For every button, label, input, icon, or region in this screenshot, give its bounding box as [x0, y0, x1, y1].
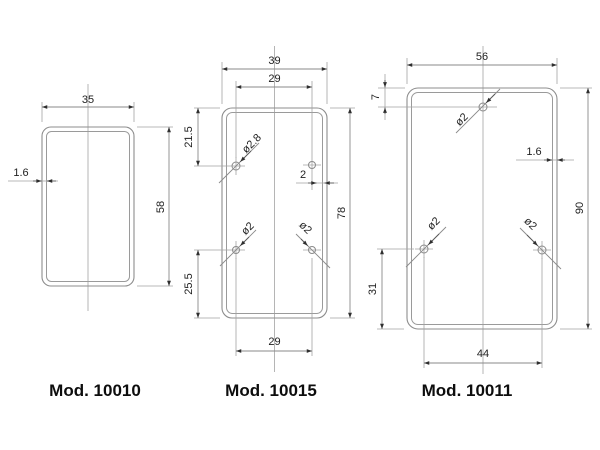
hole-bottom-right: ø2	[295, 219, 331, 269]
model-label: Mod. 10015	[225, 381, 317, 400]
dim-height: 78	[330, 107, 355, 319]
dim-width: 35	[41, 94, 135, 122]
dim-height: 90	[560, 87, 592, 330]
dim-wall-text: 1.6	[13, 167, 28, 179]
dim-hole-span-top-text: 29	[268, 73, 280, 85]
dim-bottom-hole-offset-text: 25.5	[183, 273, 195, 294]
drawing-mod-10011: 56 7 ø2 1.6 90	[367, 46, 592, 400]
dim-hole-to-wall: 2	[296, 169, 338, 185]
dim-top-hole-offset: 7	[370, 74, 497, 120]
dim-hole-span-bottom: 29	[235, 258, 313, 356]
inner-outline	[226, 112, 323, 314]
hole-top-left: ø2.8	[218, 132, 264, 184]
model-label: Mod. 10011	[422, 381, 513, 400]
dim-wall-thickness: 1.6	[516, 146, 574, 162]
dim-height-text: 58	[155, 201, 167, 213]
dim-hole-span-text: 44	[477, 348, 489, 360]
dim-height-text: 78	[336, 207, 348, 219]
dim-hole-span: 44	[423, 257, 543, 368]
dim-hole-to-wall-text: 2	[300, 169, 306, 181]
dim-width: 56	[406, 51, 558, 84]
hole-top-dia-text: ø2	[453, 111, 471, 129]
outer-outline	[406, 87, 558, 330]
model-label: Mod. 10010	[49, 381, 141, 400]
outer-outline	[41, 126, 135, 287]
hole-bottom-right-dia-text: ø2	[521, 215, 539, 233]
dim-bottom-hole-offset-text: 31	[367, 283, 379, 295]
dim-top-hole-offset-text: 21.5	[183, 126, 195, 147]
dim-top-hole-offset-text: 7	[370, 94, 382, 100]
dim-hole-span-top: 29	[235, 73, 313, 190]
hole-top-left-dia-text: ø2.8	[240, 132, 264, 156]
hole-top-right	[303, 161, 321, 169]
dim-outer-width: 39	[221, 55, 328, 104]
dim-width-text: 56	[476, 51, 488, 63]
hole-bottom-left-dia-text: ø2	[239, 220, 257, 238]
dim-wall-text: 1.6	[526, 146, 541, 158]
hole-bottom-right-dia-text: ø2	[296, 219, 314, 237]
hole-bottom-left: ø2	[219, 220, 257, 267]
hole-bottom-left-dia-text: ø2	[425, 215, 443, 233]
dim-top-hole-offset: 21.5	[183, 107, 227, 167]
dim-hole-span-bottom-text: 29	[268, 336, 280, 348]
dim-height: 58	[137, 126, 173, 287]
dim-wall-thickness: 1.6	[8, 167, 58, 183]
hole-bottom-right: ø2	[519, 215, 562, 270]
dim-bottom-hole-offset: 25.5	[183, 249, 227, 319]
dim-bottom-hole-offset: 31	[367, 248, 414, 330]
inner-outline	[411, 92, 553, 325]
dim-height-text: 90	[574, 202, 586, 214]
inner-outline	[46, 131, 130, 282]
dim-outer-width-text: 39	[268, 55, 280, 67]
dim-width-text: 35	[82, 94, 94, 106]
drawing-mod-10015: 39 29 ø2.8 2	[183, 46, 355, 400]
drawing-mod-10010: 35 58 1.6 Mod. 10010	[8, 84, 173, 400]
outer-outline	[221, 107, 328, 319]
hole-top: ø2	[453, 88, 501, 134]
